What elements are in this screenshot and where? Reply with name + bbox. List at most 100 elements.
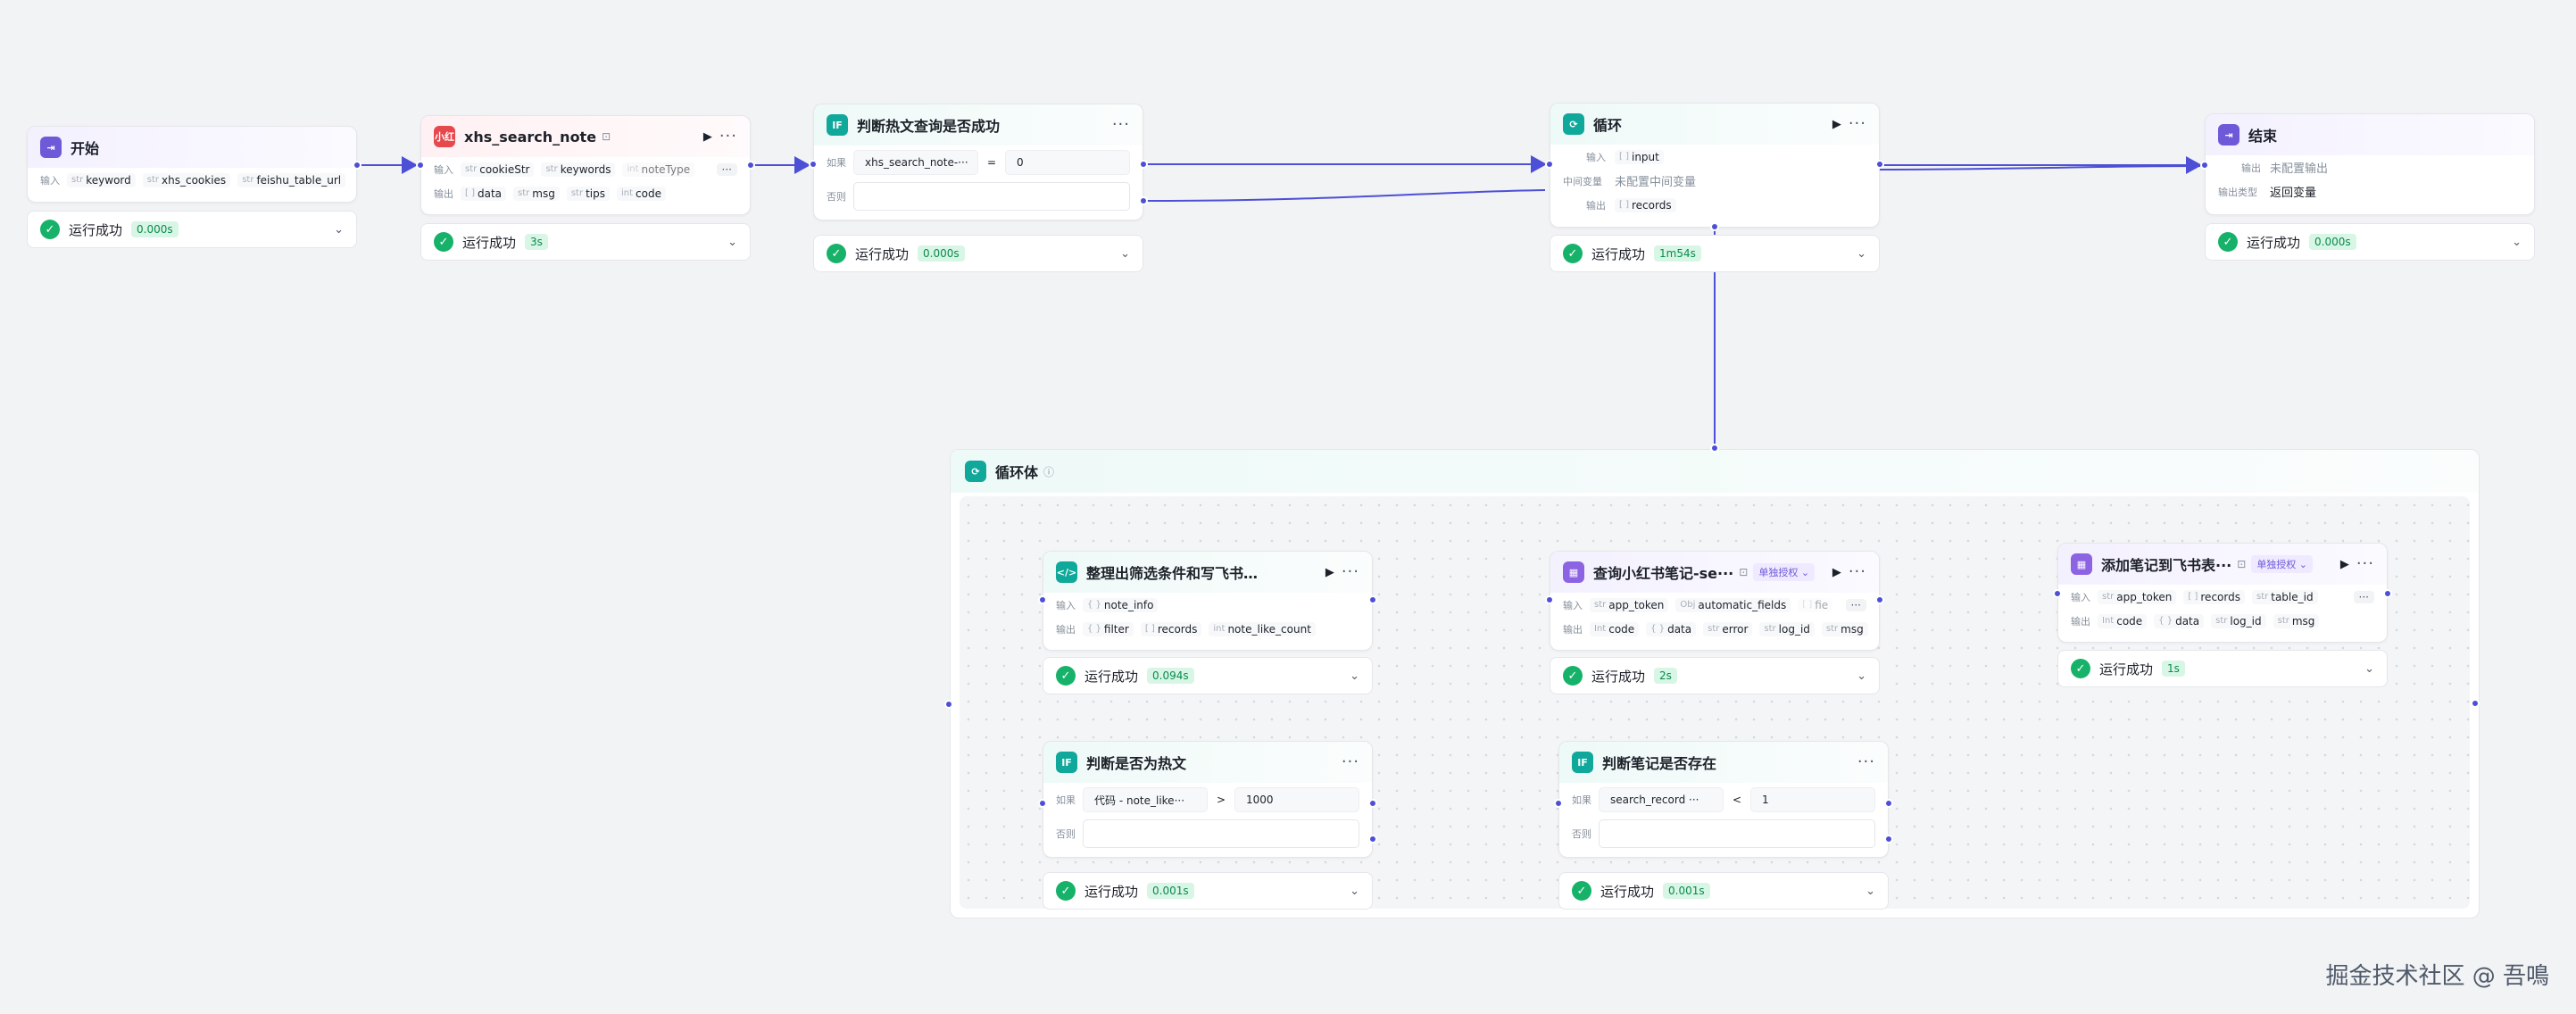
end-status-bar[interactable]: ✓ 运行成功 0.000s ⌄ [2205,223,2535,261]
connection-handle[interactable] [1884,835,1893,844]
condition-operator[interactable]: > [1216,794,1226,806]
condition-left-operand[interactable]: search_record ··· [1599,787,1724,812]
connection-handle[interactable] [1875,160,1884,169]
xhs-status-bar[interactable]: ✓ 运行成功 3s ⌄ [420,223,751,261]
connection-handle[interactable] [1545,595,1554,604]
more-options-icon[interactable]: ··· [1341,752,1359,771]
connection-handle[interactable] [1139,160,1148,169]
connection-handle[interactable] [1554,799,1563,808]
if-note-exists-node[interactable]: IF 判断笔记是否存在 ··· 如果 search_record ··· < 1… [1558,741,1889,858]
condition-right-operand[interactable]: 1 [1750,787,1875,812]
feishu-table-icon: ▦ [2071,553,2092,575]
condition-left-operand[interactable]: xhs_search_note-··· [853,150,978,175]
code-status-bar[interactable]: ✓ 运行成功 0.094s ⌄ [1043,657,1373,694]
auth-dropdown[interactable]: 单独授权 ⌄ [1753,563,1816,581]
end-node[interactable]: ⇥ 结束 输出 未配置输出 输出类型 返回变量 [2205,113,2535,215]
chevron-down-icon[interactable]: ⌄ [1857,669,1866,683]
connection-handle[interactable] [746,161,755,170]
input-label: 输入 [434,163,453,176]
connection-handle[interactable] [2053,589,2062,598]
query-node-header: ▦ 查询小红书笔记-se··· ⊡ 单独授权 ⌄ ▶ ··· [1550,552,1879,593]
end-output-type-value[interactable]: 返回变量 [2270,187,2317,200]
connection-handle[interactable] [1710,444,1719,453]
chevron-down-icon[interactable]: ⌄ [1857,246,1866,261]
if-query-success-node[interactable]: IF 判断热文查询是否成功 ··· 如果 xhs_search_note-···… [813,104,1143,220]
connection-handle[interactable] [1875,595,1884,604]
start-status-bar[interactable]: ✓ 运行成功 0.000s ⌄ [27,211,357,248]
connection-handle[interactable] [1545,160,1554,169]
chevron-down-icon[interactable]: ⌄ [1350,884,1359,898]
chevron-down-icon[interactable]: ⌄ [2364,661,2374,676]
run-node-icon[interactable]: ▶ [1832,565,1841,579]
connection-handle[interactable] [2383,589,2392,598]
connection-handle[interactable] [809,160,818,169]
chevron-down-icon[interactable]: ⌄ [1120,246,1130,261]
more-options-icon[interactable]: ··· [1848,114,1866,133]
condition-left-operand[interactable]: 代码 - note_like··· [1083,787,1208,812]
connection-handle[interactable] [2200,161,2209,170]
connection-handle[interactable] [1368,595,1377,604]
add-status-bar[interactable]: ✓ 运行成功 1s ⌄ [2057,650,2388,687]
else-branch-box[interactable] [853,182,1130,211]
if3-status-bar[interactable]: ✓ 运行成功 0.001s ⌄ [1558,872,1889,910]
else-label: 否则 [1572,828,1591,840]
more-params-icon[interactable]: ··· [716,162,737,176]
if-hot-note-node[interactable]: IF 判断是否为热文 ··· 如果 代码 - note_like··· > 10… [1043,741,1373,858]
if1-status-bar[interactable]: ✓ 运行成功 0.000s ⌄ [813,235,1143,272]
condition-right-operand[interactable]: 0 [1005,150,1130,175]
connection-handle[interactable] [1368,799,1377,808]
more-options-icon[interactable]: ··· [1111,115,1130,134]
else-branch-box[interactable] [1599,819,1875,848]
query-status-bar[interactable]: ✓ 运行成功 2s ⌄ [1550,657,1880,694]
condition-operator[interactable]: < [1732,794,1742,806]
more-options-icon[interactable]: ··· [1848,562,1866,581]
chevron-down-icon[interactable]: ⌄ [2512,235,2522,249]
condition-operator[interactable]: = [986,156,997,169]
chevron-down-icon[interactable]: ⌄ [1350,669,1359,683]
watermark: 掘金技术社区 @ 吾鳴 [2325,963,2549,990]
connection-handle[interactable] [353,161,361,170]
status-time-badge: 1m54s [1654,245,1701,262]
connection-handle[interactable] [1368,835,1377,844]
connection-handle[interactable] [1884,799,1893,808]
connection-handle[interactable] [944,700,953,709]
run-node-icon[interactable]: ▶ [2339,557,2349,571]
output-label: 输出 [1056,623,1076,636]
connection-handle[interactable] [1710,222,1719,231]
connection-handle[interactable] [1139,196,1148,205]
more-params-icon[interactable]: ··· [1845,598,1866,611]
more-params-icon[interactable]: ··· [2353,590,2374,603]
if2-status-bar[interactable]: ✓ 运行成功 0.001s ⌄ [1043,872,1373,910]
success-check-icon: ✓ [40,220,60,239]
chevron-down-icon[interactable]: ⌄ [334,222,344,237]
condition-right-operand[interactable]: 1000 [1234,787,1359,812]
info-icon[interactable]: ⓘ [1043,465,1055,478]
more-options-icon[interactable]: ··· [719,127,737,145]
param-chip: [ ]records [1615,197,1676,212]
loop-status-bar[interactable]: ✓ 运行成功 1m54s ⌄ [1550,235,1880,272]
run-node-icon[interactable]: ▶ [1832,117,1841,131]
else-branch-box[interactable] [1083,819,1359,848]
if3-condition-row: 如果 search_record ··· < 1 [1559,783,1888,817]
auth-dropdown[interactable]: 单独授权 ⌄ [2251,555,2314,573]
code-node[interactable]: </> 整理出筛选条件和写飞书格式 ▶ ··· 输入 { }note_info … [1043,551,1373,651]
connection-handle[interactable] [2471,699,2480,708]
chevron-down-icon[interactable]: ⌄ [727,235,737,249]
more-options-icon[interactable]: ··· [2356,554,2374,573]
connection-handle[interactable] [1038,595,1047,604]
chevron-down-icon[interactable]: ⌄ [1866,884,1875,898]
more-options-icon[interactable]: ··· [1341,562,1359,581]
loop-node[interactable]: ⟳ 循环 ▶ ··· 输入 [ ]input 中间变量 未配置中间变量 输出 [… [1550,103,1880,228]
run-node-icon[interactable]: ▶ [1325,565,1334,579]
connection-handle[interactable] [416,161,425,170]
connection-handle[interactable] [1038,799,1047,808]
run-node-icon[interactable]: ▶ [702,129,712,144]
more-options-icon[interactable]: ··· [1857,752,1875,771]
